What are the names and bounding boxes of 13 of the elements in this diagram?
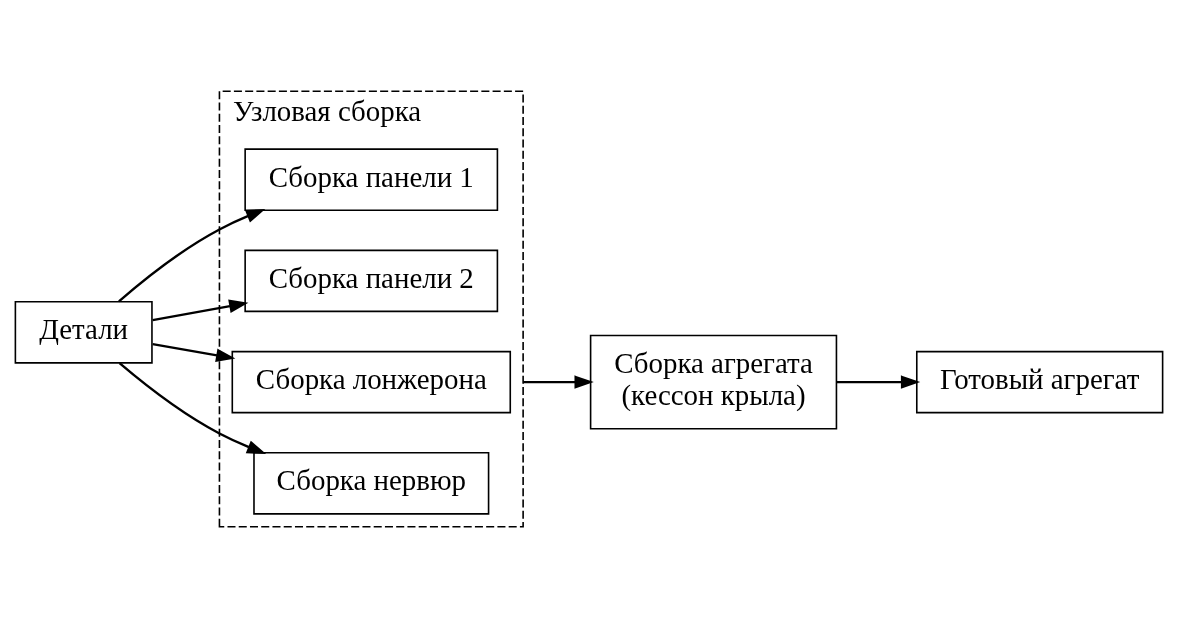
- arrow: [836, 374, 921, 389]
- arrow: [118, 208, 266, 302]
- node-box: Сборка агрегата (кессон крыла): [589, 334, 838, 429]
- arrow: [523, 374, 594, 389]
- node-box: Детали: [14, 300, 153, 364]
- node-box: Сборка лонжерона: [231, 350, 512, 413]
- node-box: Сборка панели 2: [244, 249, 499, 312]
- arrow: [118, 361, 267, 454]
- node-box: Сборка нервюр: [253, 451, 490, 515]
- arrow: [152, 299, 249, 321]
- node-box: Сборка панели 1: [244, 147, 499, 211]
- node-box: Готовый агрегат: [915, 350, 1164, 413]
- arrow: [152, 342, 236, 362]
